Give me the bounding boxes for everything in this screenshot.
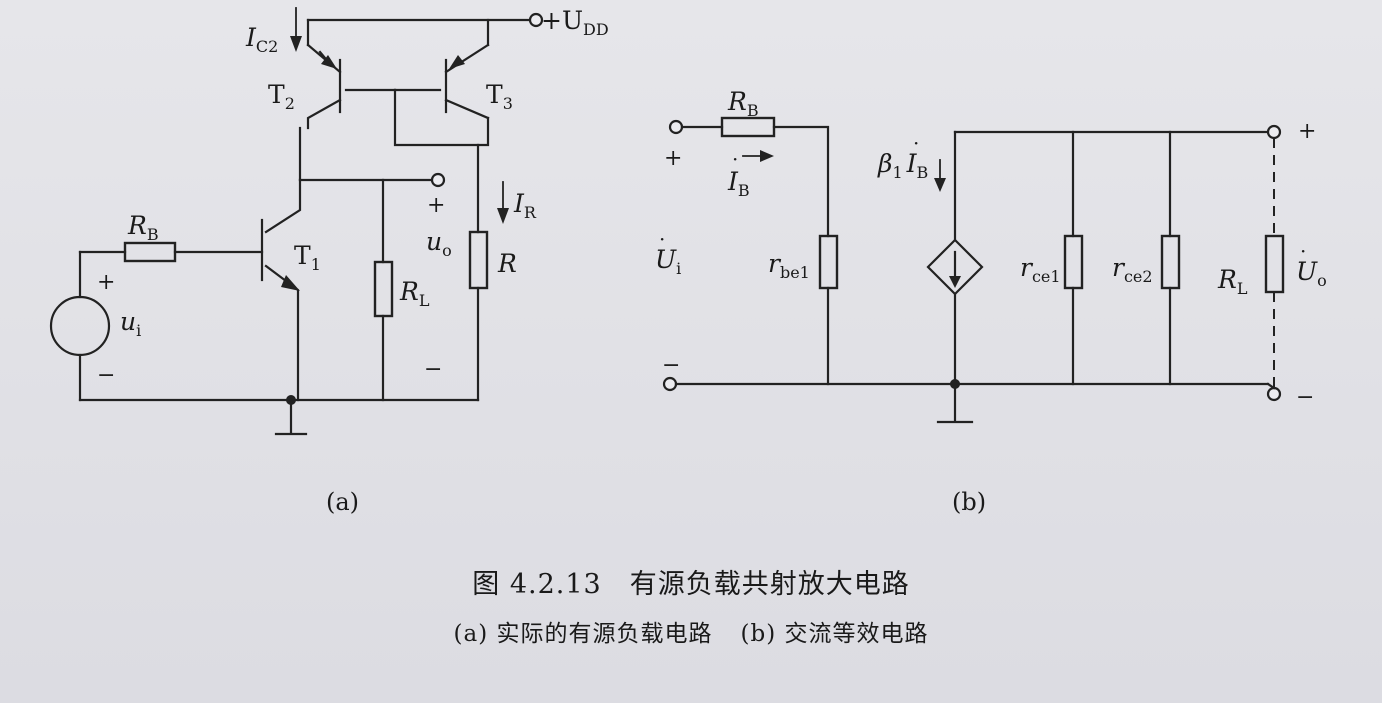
resistor-rb-b xyxy=(720,116,776,138)
transistor-t3 xyxy=(393,18,490,147)
uo-dot: · xyxy=(1300,239,1306,263)
t2-label: T2 xyxy=(268,80,295,113)
input-plus-b: + xyxy=(664,146,682,171)
figure-caption: 图 4.2.13 有源负载共射放大电路 xyxy=(0,562,1382,601)
input-plus-a: + xyxy=(97,270,115,295)
output-minus-a: − xyxy=(424,357,442,382)
t1-label: T1 xyxy=(294,241,321,274)
r-label-a: R xyxy=(497,249,517,278)
uo-label-b: Uo xyxy=(1296,257,1327,290)
resistor-rb-a xyxy=(123,241,177,263)
output-terminal-a xyxy=(430,172,446,188)
subcaption-b: (b) 交流等效电路 xyxy=(740,621,929,647)
source-ib-dot: · xyxy=(913,131,919,155)
transistor-t1 xyxy=(260,178,302,402)
rb-label-a: RB xyxy=(127,211,159,244)
current-arrow-ic2 xyxy=(290,7,302,52)
input-terminal-minus-b xyxy=(662,376,678,392)
input-minus-b: − xyxy=(662,353,680,378)
ui-dot: · xyxy=(659,227,665,251)
current-arrow-ir xyxy=(497,181,509,224)
rb-label-b: RB xyxy=(727,87,759,120)
supply-terminal xyxy=(528,12,544,28)
resistor-rl-b xyxy=(1264,234,1285,294)
figure-title: 有源负载共射放大电路 xyxy=(629,569,910,600)
rl-label-b: RL xyxy=(1217,265,1248,298)
ib-label: IB xyxy=(727,167,750,200)
resistor-rbe1 xyxy=(818,234,839,290)
panel-label-b: (b) xyxy=(952,488,986,516)
output-terminal-plus-b xyxy=(1266,124,1282,140)
output-plus-a: + xyxy=(427,193,445,218)
output-terminal-minus-b xyxy=(1266,386,1282,402)
ib-dot: · xyxy=(732,147,738,171)
ui-label-a: ui xyxy=(120,307,141,340)
output-plus-b: + xyxy=(1298,119,1316,144)
t3-label: T3 xyxy=(486,80,513,113)
voltage-source-ui xyxy=(49,295,111,357)
rbe1-label: rbe1 xyxy=(768,249,810,282)
ui-label-b: Ui xyxy=(655,245,681,278)
figure-number: 图 4.2.13 xyxy=(472,569,602,600)
rl-label-a: RL xyxy=(399,277,430,310)
supply-voltage-label: +UDD xyxy=(541,6,609,39)
circuit-a: +UDD IC2 T2 T3 T1 RB RL R IR uo ui + − +… xyxy=(49,6,609,516)
output-minus-b: − xyxy=(1296,385,1314,410)
panel-label-a: (a) xyxy=(326,488,359,516)
ic2-label: IC2 xyxy=(245,23,278,56)
resistor-rce1 xyxy=(1063,234,1084,290)
resistor-rl-a xyxy=(373,260,394,318)
figure-subcaption: (a) 实际的有源负载电路 (b) 交流等效电路 xyxy=(0,614,1382,648)
subcaption-a: (a) 实际的有源负载电路 xyxy=(453,621,713,647)
resistor-rce2 xyxy=(1160,234,1181,290)
resistor-r-a xyxy=(468,230,489,290)
ir-label: IR xyxy=(513,189,537,222)
input-terminal-plus-b xyxy=(668,119,684,135)
ib-current-arrow xyxy=(742,150,774,162)
transistor-t2 xyxy=(306,18,397,130)
input-minus-a: − xyxy=(97,363,115,388)
rce2-label: rce2 xyxy=(1112,253,1153,286)
source-current-arrow xyxy=(934,159,946,192)
rce1-label: rce1 xyxy=(1020,253,1061,286)
uo-label-a: uo xyxy=(426,227,452,260)
